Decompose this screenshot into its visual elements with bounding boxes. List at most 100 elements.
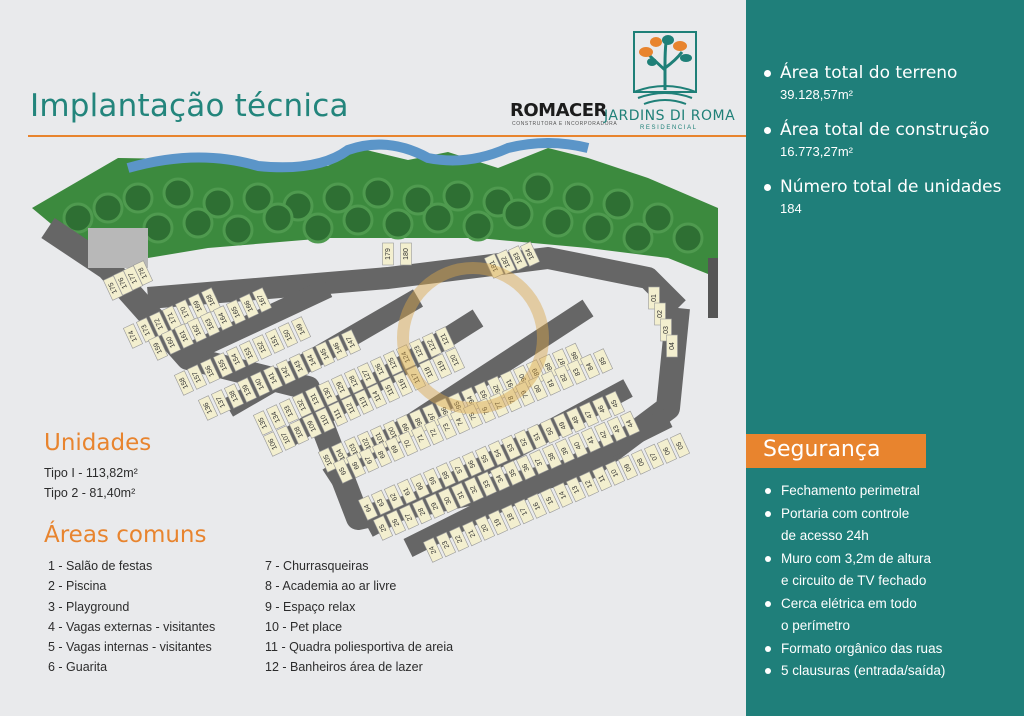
lot-number: 179	[385, 248, 392, 260]
lot-unit: 14	[552, 482, 574, 508]
lot-unit: 44	[619, 410, 641, 437]
stat-unidades: Número total de unidades 184	[764, 177, 1001, 216]
lot-unit: 76	[475, 397, 497, 424]
lot-rect	[476, 471, 498, 497]
lot-number: 40	[573, 440, 583, 450]
lot-rect	[475, 397, 497, 424]
lot-number: 165	[231, 305, 242, 319]
lot-unit: 17	[513, 498, 535, 525]
lot-number: 08	[636, 457, 646, 467]
lot-unit: 64	[357, 495, 379, 521]
tree-icon	[162, 177, 194, 209]
lot-unit: 179	[382, 242, 394, 266]
tree-icon	[222, 214, 254, 246]
lot-number: 62	[389, 492, 399, 502]
lot-rect	[654, 302, 666, 326]
seguranca-item: Formato orgânico das ruas	[765, 638, 945, 661]
lot-number: 63	[376, 497, 386, 507]
stat-value: 184	[780, 201, 802, 216]
project-name: JARDINS DI ROMA	[604, 108, 736, 124]
lot-number: 175	[108, 281, 119, 295]
lot-rect	[552, 412, 574, 439]
lot-number: 115	[385, 383, 396, 396]
lot-rect	[278, 398, 300, 424]
lot-rect	[277, 322, 299, 348]
unidades-title: Unidades	[44, 430, 152, 456]
lot-number: 26	[391, 517, 401, 527]
lot-number: 144	[307, 353, 318, 367]
lot-unit: 159	[147, 335, 169, 361]
lot-number: 152	[257, 340, 268, 354]
area-item: 2 - Piscina	[48, 579, 107, 594]
lot-rect	[434, 326, 456, 352]
lot-number: 04	[669, 342, 676, 350]
tree-icon	[122, 182, 154, 214]
lot-number: 11	[598, 473, 607, 483]
lot-number: 149	[296, 322, 307, 336]
lot-rect	[527, 375, 549, 402]
lot-number: 121	[440, 332, 451, 346]
lot-unit: 06	[656, 438, 678, 464]
lot-unit: 181	[483, 253, 505, 279]
lot-unit: 145	[314, 341, 336, 367]
lot-unit: 85	[592, 348, 614, 374]
lot-rect	[408, 338, 430, 364]
lot-number: 05	[675, 440, 685, 450]
lot-number: 58	[441, 470, 451, 480]
lot-unit: 167	[251, 287, 273, 313]
lot-rect	[448, 456, 470, 483]
area-item: 3 - Playground	[48, 599, 130, 614]
lot-number: 80	[533, 383, 543, 393]
lot-rect	[540, 370, 562, 396]
lot-rect	[461, 520, 483, 547]
lot-number: 37	[534, 457, 544, 467]
lot-unit: 55	[474, 445, 496, 472]
lot-unit: 114	[366, 383, 388, 409]
tree-icon	[142, 212, 174, 244]
lot-number: 128	[349, 374, 360, 388]
lot-unit: 174	[122, 323, 144, 349]
lot-rect	[199, 358, 221, 384]
lot-number: 03	[663, 326, 670, 334]
lot-unit: 33	[476, 471, 498, 497]
lot-rect	[528, 449, 550, 475]
lot-rect	[384, 436, 406, 462]
lot-rect	[345, 452, 367, 479]
lot-rect	[357, 495, 379, 521]
lot-number: 23	[441, 539, 451, 549]
watermark-circle	[397, 262, 549, 414]
lot-rect	[591, 465, 613, 492]
lot-unit: 42	[593, 421, 615, 448]
lot-unit: 81	[540, 370, 562, 396]
lot-rect	[264, 328, 286, 354]
tree-icon	[302, 212, 334, 244]
lot-number: 18	[506, 512, 516, 522]
lot-number: 75	[468, 411, 478, 421]
lot-rect	[500, 504, 522, 530]
lot-unit: 119	[431, 353, 453, 379]
lot-unit: 79	[514, 381, 536, 407]
lot-rect	[500, 434, 522, 461]
lot-unit: 69	[384, 436, 406, 462]
lot-unit: 31	[450, 482, 472, 508]
lot-unit: 131	[304, 386, 326, 412]
lot-unit: 107	[275, 425, 297, 451]
lot-unit: 80	[527, 375, 549, 402]
lot-number: 98	[414, 416, 424, 426]
lot-unit: 41	[580, 427, 602, 453]
tree-icon	[522, 172, 554, 204]
lot-unit: 151	[264, 328, 286, 354]
lot-rect	[619, 410, 641, 437]
lot-number: 99	[401, 422, 411, 432]
lot-unit: 75	[462, 403, 484, 429]
lot-rect	[462, 403, 484, 429]
lot-unit: 140	[249, 371, 271, 397]
lot-number: 02	[657, 310, 664, 318]
lot-number: 33	[482, 479, 492, 489]
lot-unit: 68	[371, 441, 393, 468]
lot-number: 164	[218, 311, 229, 325]
lot-unit: 150	[277, 322, 299, 348]
lot-number: 84	[585, 361, 595, 371]
